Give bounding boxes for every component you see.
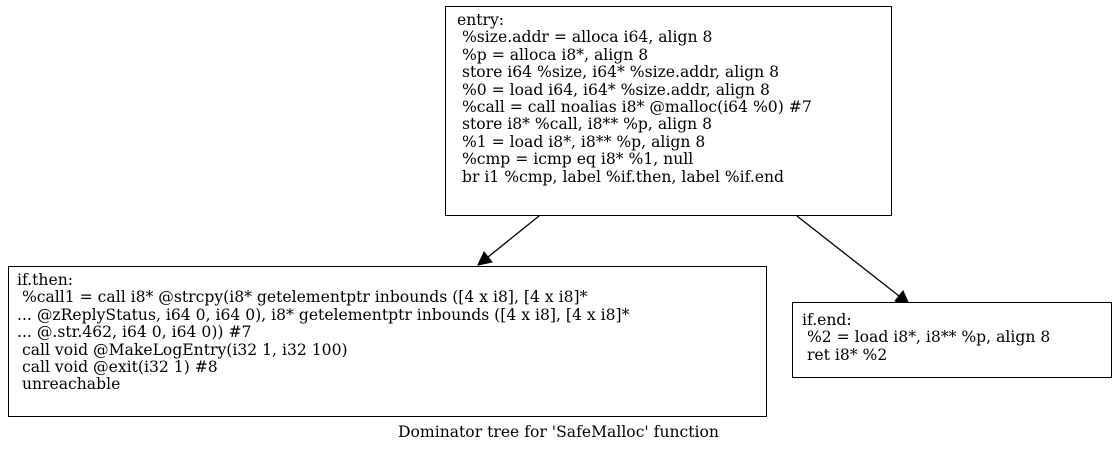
node-if-end: if.end: %2 = load i8*, i8** %p, align 8 … — [792, 302, 1112, 378]
node-entry: entry: %size.addr = alloca i64, align 8 … — [445, 6, 892, 216]
graph-caption-text: Dominator tree for 'SafeMalloc' function — [398, 423, 719, 441]
node-if-end-text: if.end: %2 = load i8*, i8** %p, align 8 … — [802, 311, 1051, 364]
graph-caption: Dominator tree for 'SafeMalloc' function — [0, 423, 1117, 441]
edge-entry-to-if-then — [477, 215, 540, 266]
edge-entry-to-if-end — [796, 215, 910, 305]
node-if-then: if.then: %call1 = call i8* @strcpy(i8* g… — [8, 266, 767, 417]
node-entry-text: entry: %size.addr = alloca i64, align 8 … — [457, 11, 812, 186]
node-if-then-text: if.then: %call1 = call i8* @strcpy(i8* g… — [17, 271, 630, 394]
